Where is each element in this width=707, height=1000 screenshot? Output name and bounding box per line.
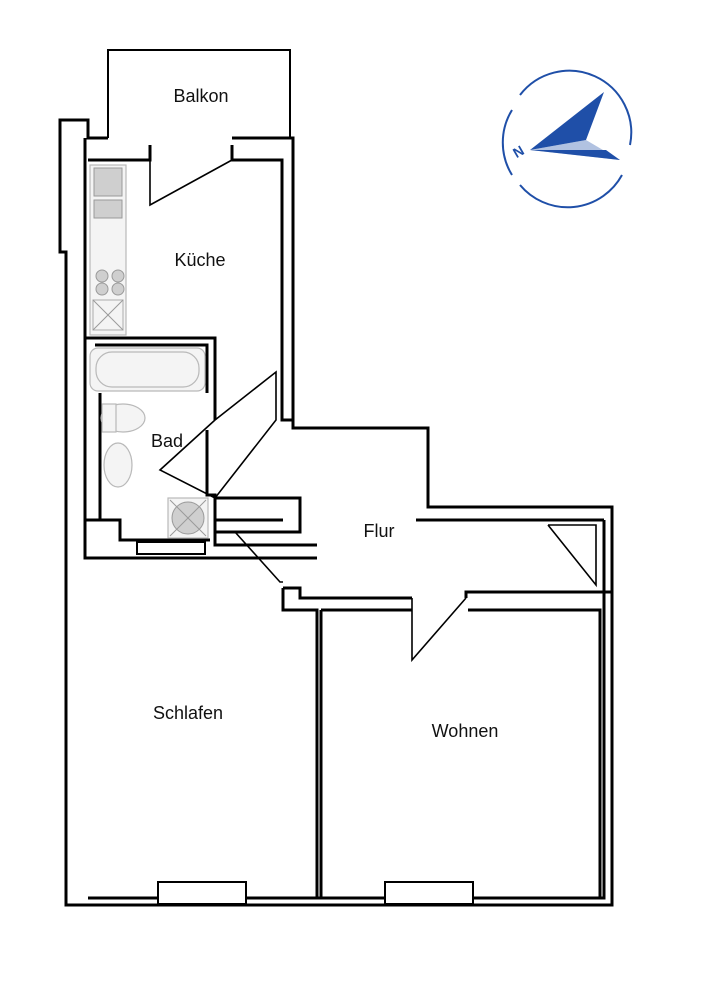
doors	[149, 159, 597, 663]
washbasin	[103, 442, 133, 488]
room-label-flur: Flur	[364, 521, 395, 541]
kitchen-fixtures	[89, 164, 127, 336]
room-label-bad: Bad	[151, 431, 183, 451]
window-wohnen	[384, 881, 474, 905]
hallway-walls	[215, 496, 612, 898]
outer-walls	[58, 118, 614, 907]
room-label-kueche: Küche	[174, 250, 225, 270]
living-door	[411, 597, 467, 663]
balcony-outline	[107, 49, 291, 138]
compass-icon: N	[501, 69, 633, 209]
windows	[136, 541, 474, 905]
window-bath	[136, 541, 206, 555]
room-label-schlafen: Schlafen	[153, 703, 223, 723]
room-label-wohnen: Wohnen	[432, 721, 499, 741]
balcony-door	[149, 159, 233, 207]
bathroom-walls	[85, 336, 317, 547]
room-label-balkon: Balkon	[173, 86, 228, 106]
bathroom-fixtures	[89, 347, 209, 539]
bathroom-door	[158, 370, 277, 500]
window-schlafen	[157, 881, 247, 905]
storage-door	[547, 524, 597, 588]
hall-door-left	[234, 531, 283, 583]
compass-letter: N	[510, 142, 527, 161]
